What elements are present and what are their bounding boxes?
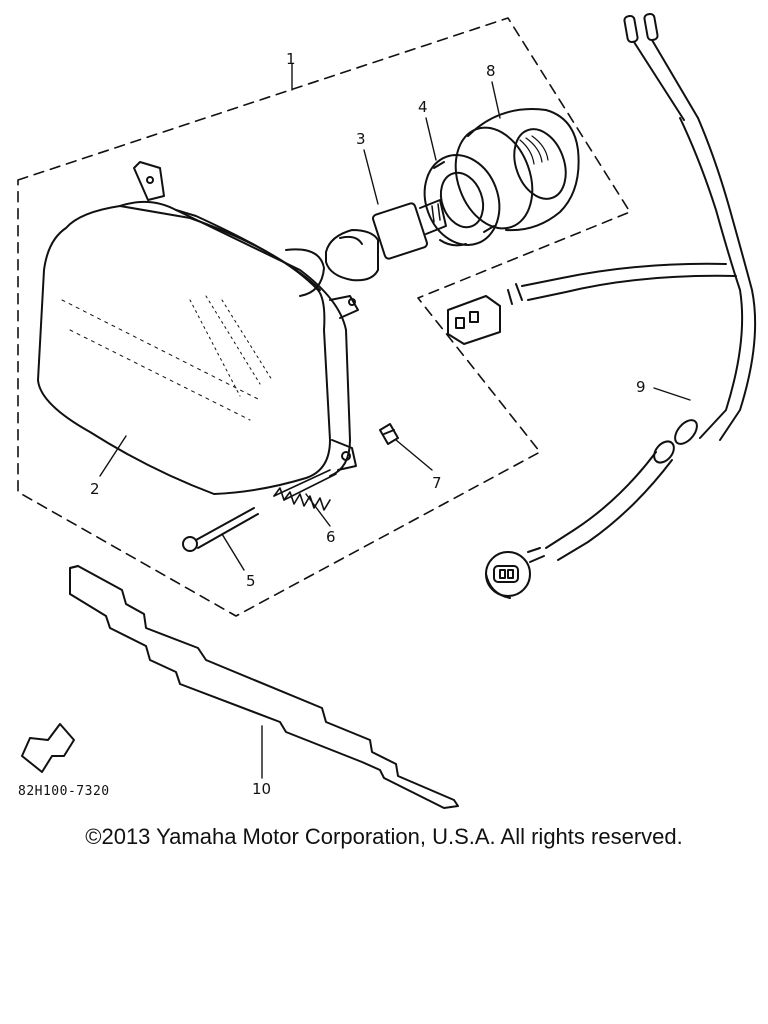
assembly-outline — [17, 17, 631, 617]
copyright-notice: ©2013 Yamaha Motor Corporation, U.S.A. A… — [85, 824, 683, 849]
diagram-code: 82H100-7320 — [18, 784, 110, 799]
leader-lines — [99, 63, 691, 779]
dust-cover — [454, 108, 580, 232]
callout-2: 2 — [90, 480, 100, 498]
callout-5: 5 — [246, 572, 256, 590]
bulb — [325, 199, 447, 282]
callout-7: 7 — [432, 474, 442, 492]
clip — [379, 423, 399, 445]
callout-3: 3 — [356, 130, 366, 148]
callout-6: 6 — [326, 528, 336, 546]
callout-4: 4 — [418, 98, 428, 116]
callout-8: 8 — [486, 62, 496, 80]
adjusting-screw — [182, 507, 259, 552]
grommet-strip — [69, 565, 459, 809]
callout-9: 9 — [636, 378, 646, 396]
bulb-retainer — [423, 154, 501, 247]
spring — [273, 469, 337, 511]
callout-10: 10 — [252, 780, 272, 798]
fwd-label: FWD — [31, 740, 55, 763]
headlight-unit — [37, 161, 359, 495]
callout-1: 1 — [286, 50, 296, 68]
fwd-arrow-icon — [21, 723, 75, 773]
wire-harness — [447, 12, 757, 599]
